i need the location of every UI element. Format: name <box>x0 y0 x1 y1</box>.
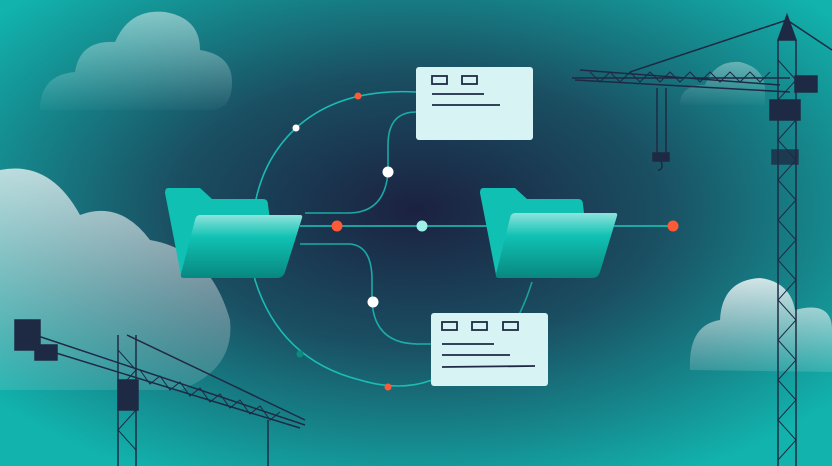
dot-teal <box>296 350 304 358</box>
folder-icon <box>165 188 303 278</box>
crane-icon <box>572 12 832 466</box>
cloud-icon <box>40 11 232 110</box>
dot-orange <box>354 92 362 100</box>
cloud-icon <box>680 61 765 105</box>
document-card-icon <box>431 313 548 386</box>
dot-white <box>367 296 379 308</box>
folder-icon <box>480 188 618 278</box>
dot-orange <box>331 220 343 232</box>
dot-orange <box>384 383 392 391</box>
dot-white <box>292 124 300 132</box>
dot-mint <box>416 220 428 232</box>
document-card-icon <box>416 67 533 140</box>
dot-orange <box>667 220 679 232</box>
cloud-icon <box>0 168 231 390</box>
crane-icon <box>14 319 306 466</box>
dot-white <box>382 166 394 178</box>
